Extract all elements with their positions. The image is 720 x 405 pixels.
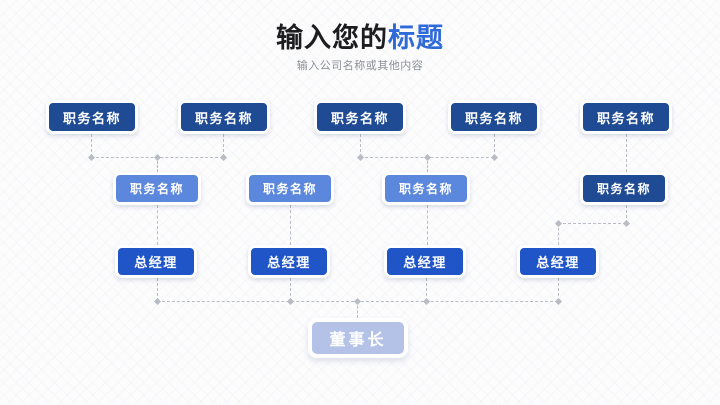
connector-r2c1-up: [157, 157, 158, 172]
junction-dot: [219, 153, 228, 162]
connector-r1c2-down: [223, 134, 224, 157]
page-subtitle: 输入公司名称或其他内容: [296, 60, 424, 72]
connector-r2c4-across: [558, 223, 626, 224]
org-node-label: 职务名称: [62, 110, 121, 126]
connector-r3c2-down: [290, 278, 291, 301]
page-title: 输入您的标题: [0, 16, 720, 55]
org-node-label: 总经理: [134, 255, 178, 270]
junction-dot: [356, 153, 365, 162]
org-node-label: 总经理: [403, 255, 447, 270]
junction-dot: [554, 297, 563, 306]
connector-r2c3-up: [427, 157, 428, 172]
connector-r1c5-to-r2c4: [626, 134, 627, 172]
connector-r1c4-down: [494, 134, 495, 157]
junction-dot: [490, 153, 499, 162]
org-node-r1c3[interactable]: 职务名称: [314, 100, 406, 134]
org-node-label: 董事长: [329, 332, 387, 349]
connector-r2c4-down: [626, 205, 627, 223]
org-node-r2c4[interactable]: 职务名称: [580, 172, 668, 205]
junction-dot: [423, 153, 432, 162]
page-title-accent: 标题: [388, 23, 444, 53]
org-node-label: 职务名称: [596, 110, 655, 126]
org-node-r1c4[interactable]: 职务名称: [448, 100, 540, 134]
org-node-chairman[interactable]: 董事长: [308, 318, 408, 358]
junction-dot: [554, 219, 563, 228]
org-node-r3c2[interactable]: 总经理: [248, 245, 330, 278]
connector-r2c2-to-r3c2: [290, 205, 291, 245]
org-node-r3c3[interactable]: 总经理: [384, 245, 466, 278]
org-node-r3c1[interactable]: 总经理: [115, 245, 197, 278]
org-node-label: 职务名称: [464, 110, 523, 126]
org-node-r1c1[interactable]: 职务名称: [46, 100, 138, 134]
junction-dot: [422, 297, 431, 306]
org-node-label: 总经理: [267, 255, 311, 270]
org-node-label: 职务名称: [129, 182, 184, 196]
connector-r1c1-down: [91, 134, 92, 157]
junction-dot: [622, 219, 631, 228]
org-node-label: 职务名称: [262, 182, 317, 196]
org-node-label: 职务名称: [194, 110, 253, 126]
junction-dot: [353, 297, 362, 306]
junction-dot: [153, 297, 162, 306]
org-node-label: 职务名称: [398, 182, 453, 196]
org-node-label: 职务名称: [330, 110, 389, 126]
junction-dot: [153, 153, 162, 162]
org-node-r2c3[interactable]: 职务名称: [382, 172, 470, 205]
junction-dot: [286, 297, 295, 306]
connector-r2c1-to-r3c1: [157, 205, 158, 245]
org-node-label: 职务名称: [596, 182, 651, 196]
org-node-r2c1[interactable]: 职务名称: [113, 172, 201, 205]
connector-r2c3-to-r3c3: [427, 205, 428, 245]
org-node-r1c2[interactable]: 职务名称: [178, 100, 270, 134]
connector-chairman-up: [357, 301, 358, 318]
page-title-plain: 输入您的: [276, 23, 388, 53]
org-node-r2c2[interactable]: 职务名称: [246, 172, 334, 205]
connector-r3c4-up: [558, 223, 559, 245]
junction-dot: [87, 153, 96, 162]
connector-r1c3-down: [360, 134, 361, 157]
org-node-r1c5[interactable]: 职务名称: [580, 100, 672, 134]
org-node-label: 总经理: [536, 255, 580, 270]
connector-r3c3-down: [426, 278, 427, 301]
connector-r3c4-down: [558, 278, 559, 301]
org-node-r3c4[interactable]: 总经理: [517, 245, 599, 278]
connector-r3c1-down: [157, 278, 158, 301]
